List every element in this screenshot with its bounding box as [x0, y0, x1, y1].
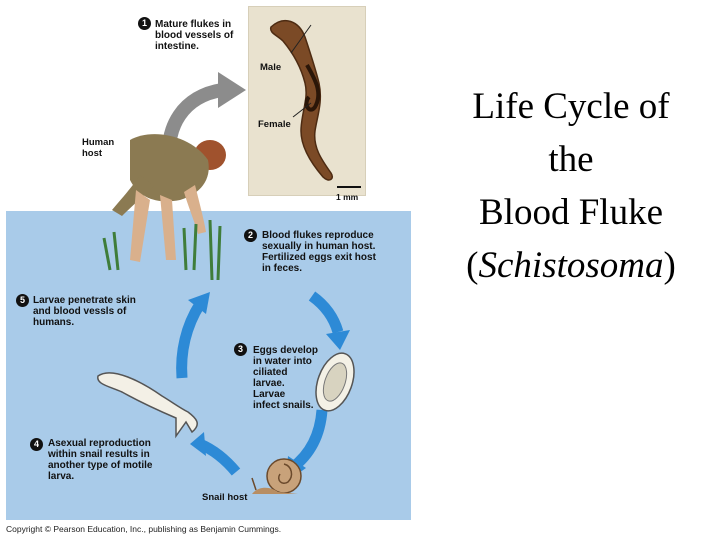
human-host-label: Human host [82, 137, 114, 159]
step-2-text: Blood flukes reproduce sexually in human… [262, 230, 376, 274]
snail-illustration [251, 458, 302, 494]
step-3-line1: Eggs develop [253, 345, 319, 356]
step-4-line3: another type of motile [48, 460, 153, 471]
step-2-line4: in feces. [262, 263, 303, 274]
fluke-micrograph [248, 6, 366, 196]
arm-right [184, 185, 206, 234]
water-plants [102, 219, 222, 281]
step-1-line3: intestine. [155, 41, 199, 52]
step-3-text: Eggs develop in water into ciliated larv… [253, 345, 318, 411]
step-2-line2: sexually in human host. [262, 241, 376, 252]
step-3-line6: infect snails. [253, 400, 314, 411]
egg-larva [322, 362, 348, 402]
arrow-snail-to-4 [197, 438, 241, 476]
snail-tentacle [251, 477, 257, 491]
human-host-label-line1: Human [82, 137, 115, 148]
title-line4: (Schistosoma) [426, 239, 716, 292]
snail-host-label: Snail host [202, 492, 248, 503]
title-paren-close: ) [663, 245, 676, 286]
step-3-line2: in water into [253, 356, 312, 367]
snail-spiral [277, 463, 293, 485]
arrow-4-to-5 [176, 301, 205, 379]
male-label: Male [260, 62, 282, 73]
copyright-notice: Copyright © Pearson Education, Inc., pub… [6, 524, 282, 534]
slide-title: Life Cycle of the Blood Fluke (Schistoso… [426, 80, 716, 292]
step-2-line3: Fertilized eggs exit host [262, 252, 376, 263]
step-4-line4: larva. [48, 471, 75, 482]
step-5-text: Larvae penetrate skin and blood vessls o… [33, 295, 136, 328]
step-1-line1: Mature flukes in [155, 19, 232, 30]
leg-right [160, 195, 176, 260]
life-cycle-diagram: Male Female 1 mm Human host [6, 6, 411, 534]
step-4-line1: Asexual reproduction [48, 438, 151, 449]
female-label: Female [258, 119, 291, 130]
male-fluke-shape [269, 19, 334, 181]
step-3-line3: ciliated [253, 367, 288, 378]
step-5-line1: Larvae penetrate skin [33, 295, 136, 306]
title-line3: Blood Fluke [479, 192, 663, 233]
step-2-number: 2 [244, 229, 257, 242]
fluke-illustration [269, 19, 361, 188]
step-4-number: 4 [30, 438, 43, 451]
human-host-label-line2: host [82, 148, 103, 159]
step-4-line2: within snail results in [48, 449, 150, 460]
scale-label: 1 mm [336, 192, 359, 202]
female-pointer-line [292, 102, 312, 118]
cercaria-shape [97, 372, 198, 439]
arrow-2-to-3-head [326, 330, 350, 350]
step-1-number: 1 [138, 17, 151, 30]
female-fluke-shape [304, 64, 321, 112]
male-pointer-line [290, 24, 312, 54]
snail-body [252, 487, 298, 494]
step-1-text: Mature flukes in blood vessels of intest… [155, 19, 233, 52]
step-4-text: Asexual reproduction within snail result… [48, 438, 152, 482]
step-2-line1: Blood flukes reproduce [262, 230, 374, 241]
arm-left [112, 175, 154, 216]
step-3-number: 3 [234, 343, 247, 356]
leg-left [130, 190, 150, 262]
arrow-snail-to-4-head [190, 432, 206, 456]
human-host-figure [102, 134, 226, 281]
step-5-number: 5 [16, 294, 29, 307]
step-5-line3: humans. [33, 317, 75, 328]
title-paren-open: ( [466, 245, 479, 286]
title-line1: Life Cycle of [472, 86, 670, 127]
title-line2: the [548, 139, 594, 180]
cercaria-illustration [97, 372, 198, 439]
step-1-line2: blood vessels of [155, 30, 234, 41]
step-3-line4: larvae. [253, 378, 285, 389]
arrow-4-to-5-head [188, 292, 210, 314]
egg-illustration [315, 352, 355, 412]
step-3-line5: Larvae [253, 389, 286, 400]
title-genus: Schistosoma [478, 245, 664, 286]
arrow-2-to-3 [308, 291, 344, 334]
gray-arrow-head [218, 72, 246, 108]
step-5-line2: and blood vessls of [33, 306, 127, 317]
